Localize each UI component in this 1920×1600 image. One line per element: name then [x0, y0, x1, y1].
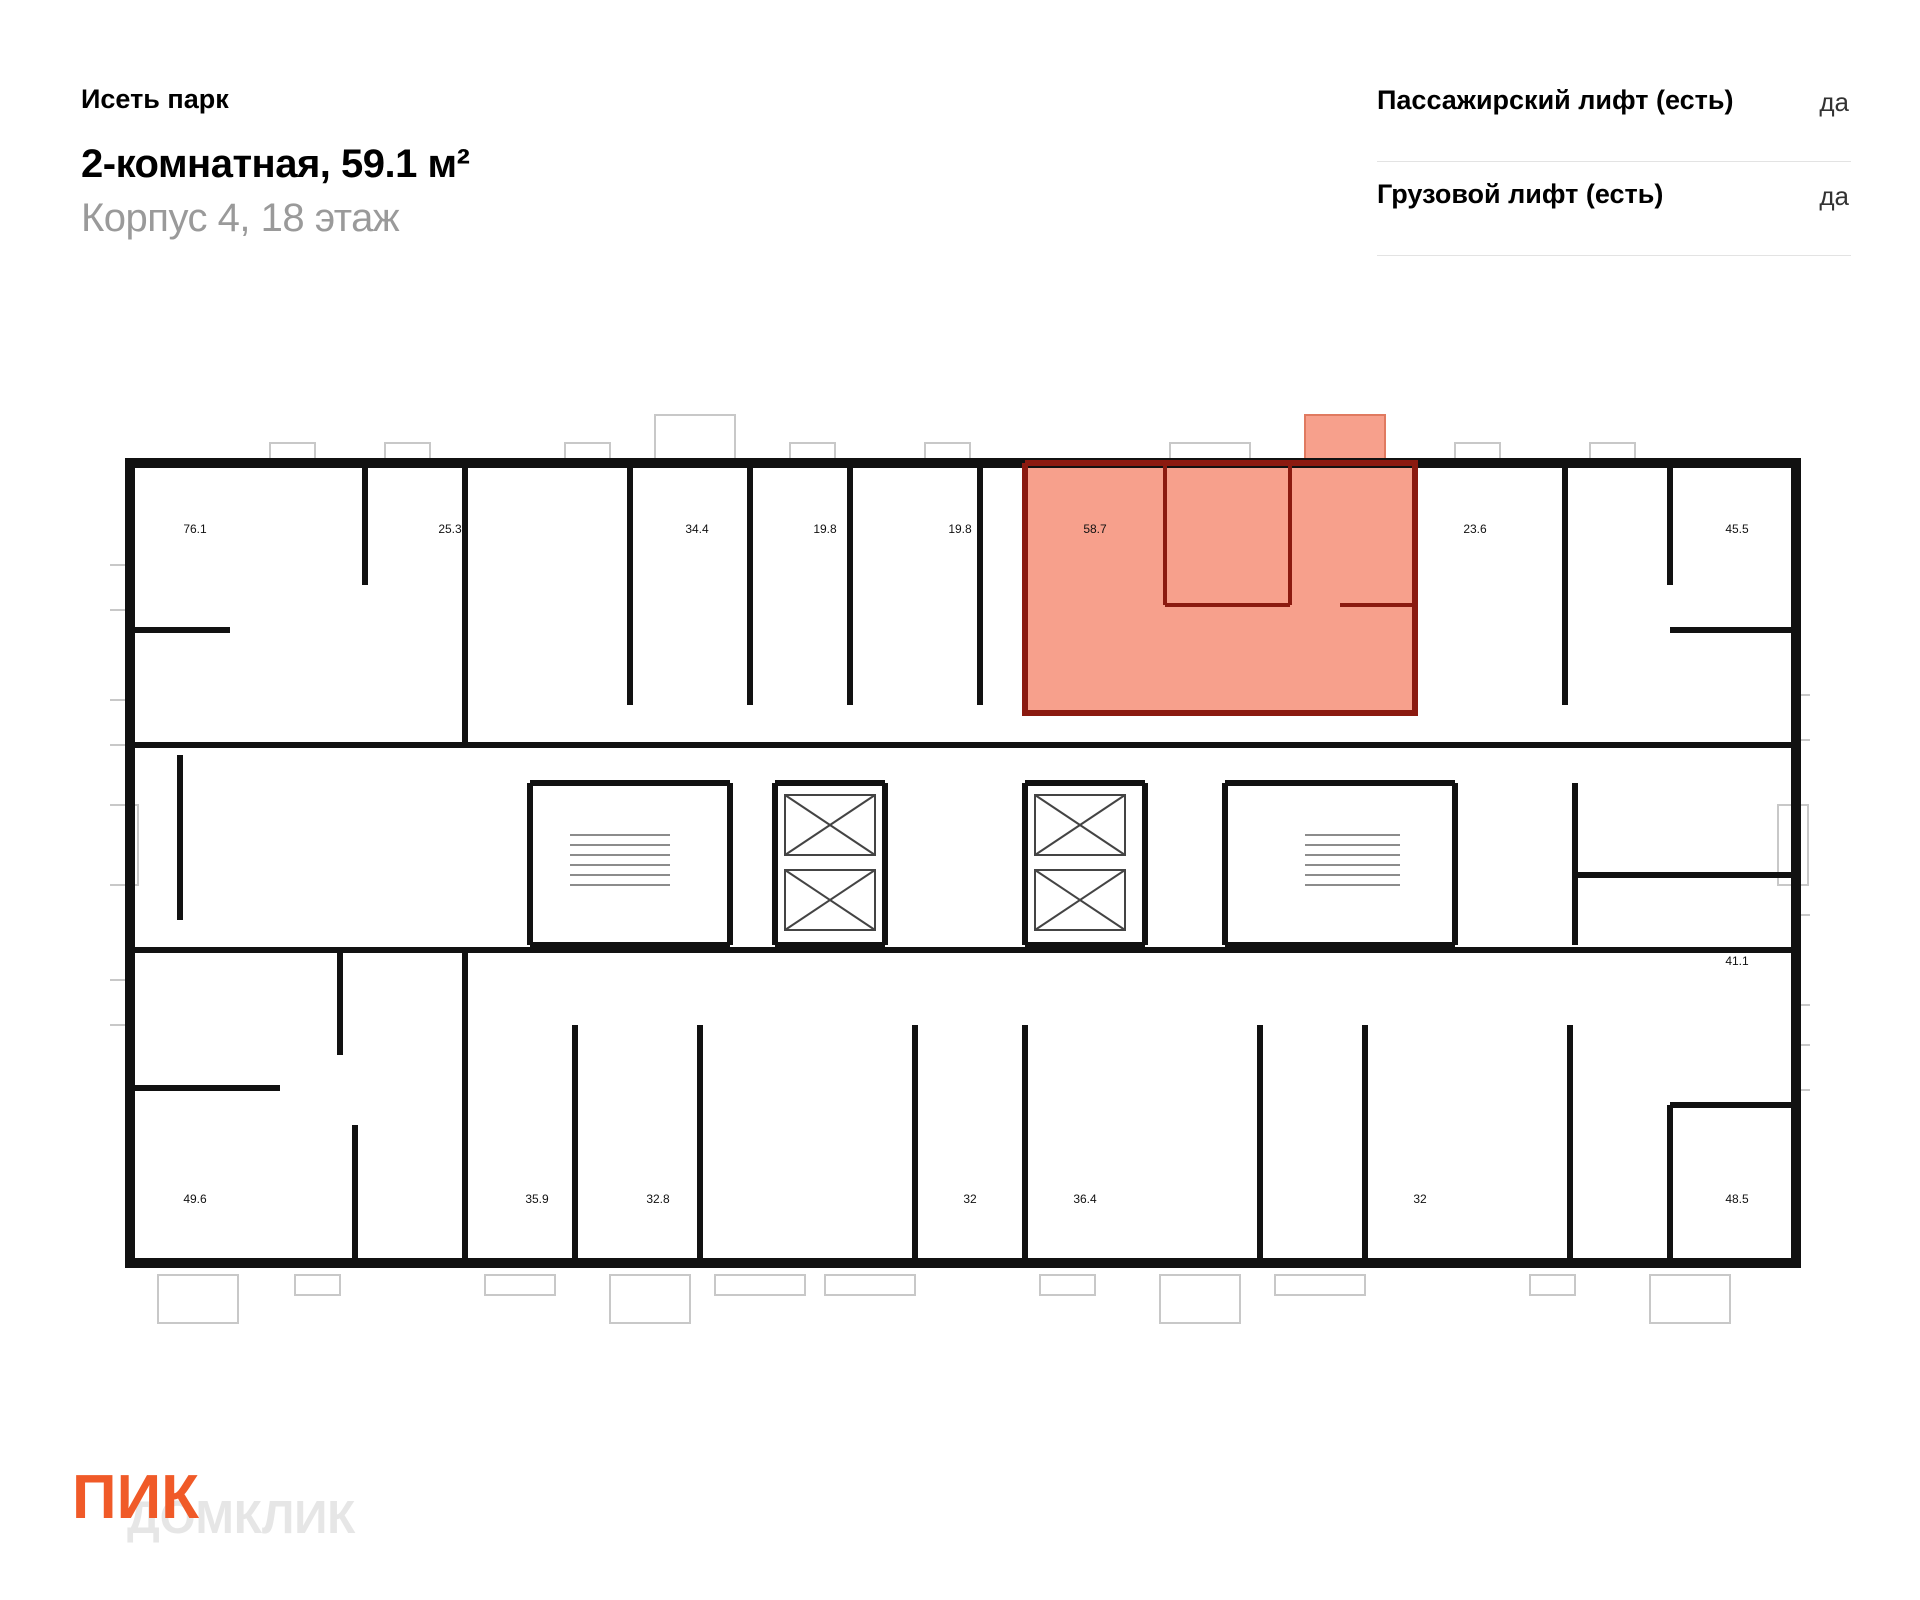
spec-label: Пассажирский лифт (есть) — [1377, 85, 1734, 115]
stairs — [570, 834, 1400, 886]
selected-apartment-border — [1022, 460, 1418, 716]
area-label: 48.5 — [1725, 1192, 1749, 1206]
area-label: 19.8 — [948, 522, 972, 536]
outer-wall — [125, 458, 1801, 1268]
spec-row-freight-lift: Грузовой лифт (есть) да — [1377, 162, 1851, 256]
area-label: 76.1 — [183, 522, 207, 536]
selected-inner-walls — [1163, 463, 1415, 607]
spec-row-passenger-lift: Пассажирский лифт (есть) да — [1377, 68, 1851, 162]
area-label: 36.4 — [1073, 1192, 1097, 1206]
area-label: 23.6 — [1463, 522, 1487, 536]
watermark-text: ДОМКЛИК — [127, 1491, 356, 1543]
walls — [130, 463, 1796, 1263]
brand-logo: ДОМКЛИК ПИК — [72, 1468, 356, 1543]
area-label: 41.1 — [1725, 954, 1749, 968]
area-label: 32 — [963, 1192, 977, 1206]
floor-plan: 76.1 25.3 34.4 19.8 19.8 58.7 23.6 45.5 … — [110, 414, 1810, 1324]
spec-value: да — [1819, 87, 1849, 117]
area-label: 45.5 — [1725, 522, 1749, 536]
area-label: 34.4 — [685, 522, 709, 536]
spec-label: Грузовой лифт (есть) — [1377, 179, 1664, 209]
specs-table: Пассажирский лифт (есть) да Грузовой лиф… — [1377, 68, 1851, 256]
windows-top — [269, 414, 1636, 464]
windows-sides — [110, 564, 1810, 1091]
spec-value: да — [1819, 181, 1849, 211]
area-label: 19.8 — [813, 522, 837, 536]
area-label: 25.3 — [438, 522, 462, 536]
area-label: 32 — [1413, 1192, 1427, 1206]
lift-shafts — [784, 794, 1126, 931]
brand-text: ПИК — [72, 1468, 199, 1532]
building-floor: Корпус 4, 18 этаж — [81, 196, 400, 240]
area-label: 32.8 — [646, 1192, 670, 1206]
area-label: 35.9 — [525, 1192, 549, 1206]
area-label-selected: 58.7 — [1083, 522, 1107, 536]
apartment-title: 2-комнатная, 59.1 м² — [81, 142, 470, 186]
area-label: 49.6 — [183, 1192, 207, 1206]
windows-bottom — [157, 1274, 1731, 1324]
complex-name: Исеть парк — [81, 84, 229, 114]
selected-apartment[interactable] — [1025, 463, 1415, 713]
